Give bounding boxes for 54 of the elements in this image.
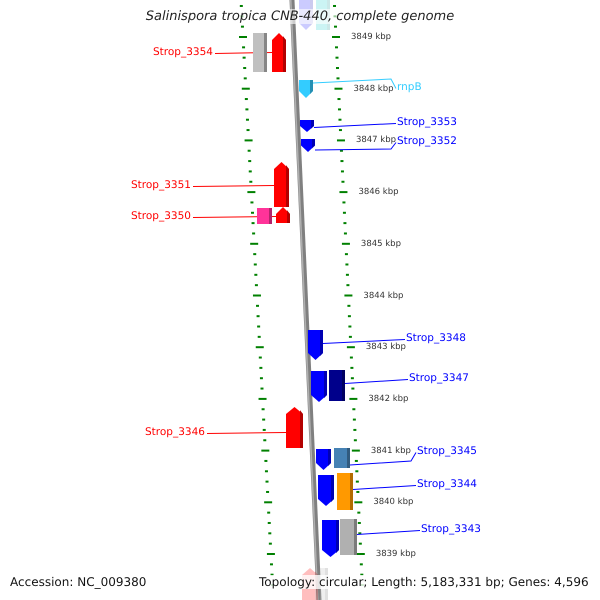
gene-label: Strop_3346 <box>145 427 205 438</box>
leader-line <box>356 530 420 535</box>
leader-line <box>350 452 416 466</box>
position-label: 3844 kbp <box>363 292 404 300</box>
gene-label: Strop_3343 <box>421 524 481 534</box>
gene-marker <box>311 371 327 402</box>
gene-label: Strop_3348 <box>406 333 466 344</box>
leader-line <box>312 78 396 89</box>
gene-label: Strop_3345 <box>417 446 477 456</box>
title: Salinispora tropica CNB-440, complete genome <box>146 9 454 24</box>
gene-marker <box>301 139 315 152</box>
gene-label: rnpB <box>397 82 422 92</box>
gene-marker <box>272 33 286 72</box>
leader-line <box>322 339 406 344</box>
leader-line <box>192 185 274 187</box>
gene-marker <box>257 208 272 224</box>
gene-marker <box>322 520 339 557</box>
position-label: 3842 kbp <box>368 394 408 404</box>
gene-marker <box>316 449 331 470</box>
gene-label: Strop_3353 <box>397 117 457 128</box>
gene-label: Strop_3352 <box>397 136 457 146</box>
position-label: 3841 kbp <box>370 446 411 456</box>
gene-marker <box>286 407 303 448</box>
position-label: 3839 kbp <box>376 550 416 558</box>
gene-marker <box>337 473 353 510</box>
leader-line <box>192 216 276 218</box>
gene-marker <box>299 80 313 98</box>
position-label: 3847 kbp <box>356 136 396 145</box>
position-label: 3843 kbp <box>366 343 406 352</box>
footer-note: Accession: NC_009380 <box>8 575 148 589</box>
leader-line <box>206 432 286 434</box>
position-label: 3846 kbp <box>358 188 398 197</box>
footer-note: Topology: circular; Length: 5,183,331 bp; Genes: 4,596 <box>257 575 591 589</box>
leader-line <box>344 379 408 384</box>
gene-marker <box>276 207 290 223</box>
gene-label: Strop_3344 <box>417 479 477 490</box>
leader-line <box>314 142 396 150</box>
gene-marker <box>300 120 314 132</box>
gene-label: Strop_3354 <box>153 47 213 58</box>
leader-line <box>314 123 396 128</box>
gene-marker <box>329 370 345 401</box>
position-label: 3845 kbp <box>360 240 401 248</box>
gene-label: Strop_3351 <box>131 180 191 190</box>
gene-marker <box>340 519 357 555</box>
gene-marker <box>253 33 267 72</box>
gene-marker <box>308 330 323 360</box>
position-label: 3849 kbp <box>351 33 392 42</box>
position-label: 3848 kbp <box>353 84 394 94</box>
position-label: 3840 kbp <box>373 498 414 507</box>
gene-marker <box>334 448 350 468</box>
gene-marker <box>318 475 334 506</box>
gene-label: Strop_3350 <box>131 211 191 222</box>
leader-line <box>352 485 416 490</box>
gene-label: Strop_3347 <box>409 373 469 384</box>
